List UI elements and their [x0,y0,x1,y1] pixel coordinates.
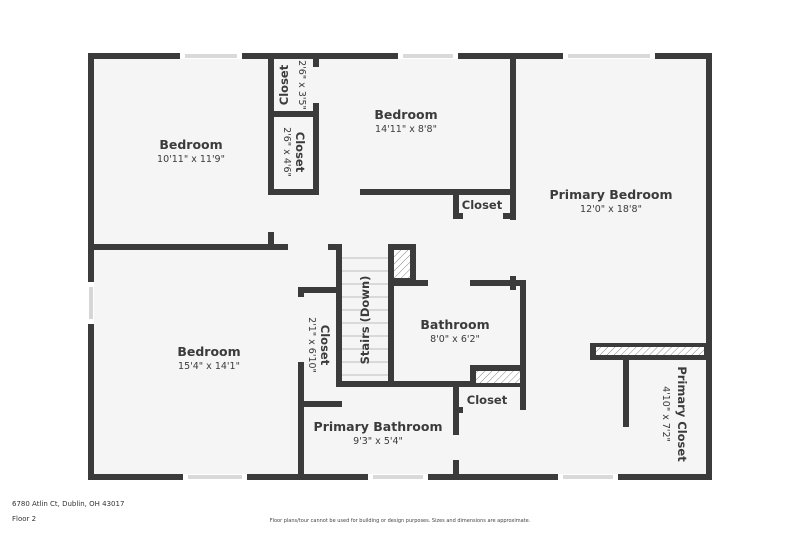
room-name: Closet [318,325,332,366]
room-bedroom-n[interactable]: Bedroom 14'11" x 8'8" [374,107,437,135]
room-bathroom[interactable]: Bathroom 8'0" x 6'2" [420,317,489,345]
room-closet-hall[interactable]: Closet [462,198,503,212]
property-address: 6780 Atlin Ct, Dublin, OH 43017 [12,500,125,508]
room-primary-closet[interactable]: Primary Closet 4'10" x 7'2" [660,366,689,462]
room-dimensions: 8'0" x 6'2" [430,334,480,345]
windows [88,53,655,480]
room-name: Bathroom [420,317,489,332]
room-bedroom-nw[interactable]: Bedroom 10'11" x 11'9" [157,137,225,165]
room-dimensions: 2'6" x 3'5" [296,60,307,110]
room-name: Closet [277,64,291,105]
room-name: Primary Bathroom [314,419,443,434]
closet-shelf-hatch [596,347,704,355]
room-dimensions: 15'4" x 14'1" [178,361,240,372]
room-name: Stairs (Down) [358,276,372,365]
room-name: Bedroom [159,137,222,152]
room-name: Primary Bedroom [549,187,672,202]
shaft-hatch [394,250,410,278]
room-name: Closet [293,132,307,173]
room-primary-bedroom[interactable]: Primary Bedroom 12'0" x 18'8" [549,187,672,215]
room-dimensions: 4'10" x 7'2" [660,386,671,442]
room-name: Closet [462,198,503,212]
room-primary-bathroom[interactable]: Primary Bathroom 9'3" x 5'4" [314,419,443,447]
room-name: Bedroom [177,344,240,359]
room-name: Primary Closet [675,366,689,462]
room-closet-a[interactable]: Closet 2'6" x 3'5" [277,60,307,110]
room-name: Bedroom [374,107,437,122]
disclaimer-text: Floor plans/tour cannot be used for buil… [269,518,531,524]
room-dimensions: 10'11" x 11'9" [157,154,225,165]
room-dimensions: 14'11" x 8'8" [375,124,437,135]
room-closet-c[interactable]: Closet 2'1" x 6'10" [306,317,332,373]
room-dimensions: 2'6" x 4'6" [281,127,292,177]
room-dimensions: 9'3" x 5'4" [353,436,403,447]
room-closet-b[interactable]: Closet 2'6" x 4'6" [281,127,307,177]
floor-label: Floor 2 [12,515,37,523]
room-dimensions: 12'0" x 18'8" [580,204,642,215]
stairs[interactable] [342,250,388,381]
cabinet-hatch [476,371,520,383]
room-name: Closet [467,393,508,407]
room-bedroom-sw[interactable]: Bedroom 15'4" x 14'1" [177,344,240,372]
room-stairs[interactable]: Stairs (Down) [358,276,372,365]
room-closet-bath[interactable]: Closet [467,393,508,407]
room-dimensions: 2'1" x 6'10" [306,317,317,373]
